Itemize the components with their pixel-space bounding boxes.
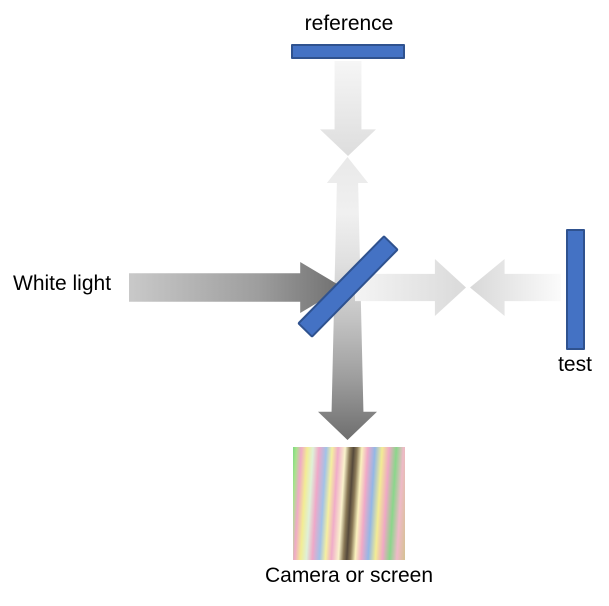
reference-mirror-label: reference [304, 12, 394, 35]
white-light-label: White light [13, 272, 112, 295]
beam-white-light-arrow [129, 262, 343, 313]
beam-from-test-arrow [470, 259, 561, 316]
test-mirror [566, 229, 585, 350]
camera-label: Camera or screen [264, 564, 434, 587]
reference-mirror [291, 44, 405, 59]
beam-reference-down-arrow [320, 61, 376, 156]
test-mirror-label: test [558, 353, 592, 376]
fringe-image [293, 447, 405, 560]
